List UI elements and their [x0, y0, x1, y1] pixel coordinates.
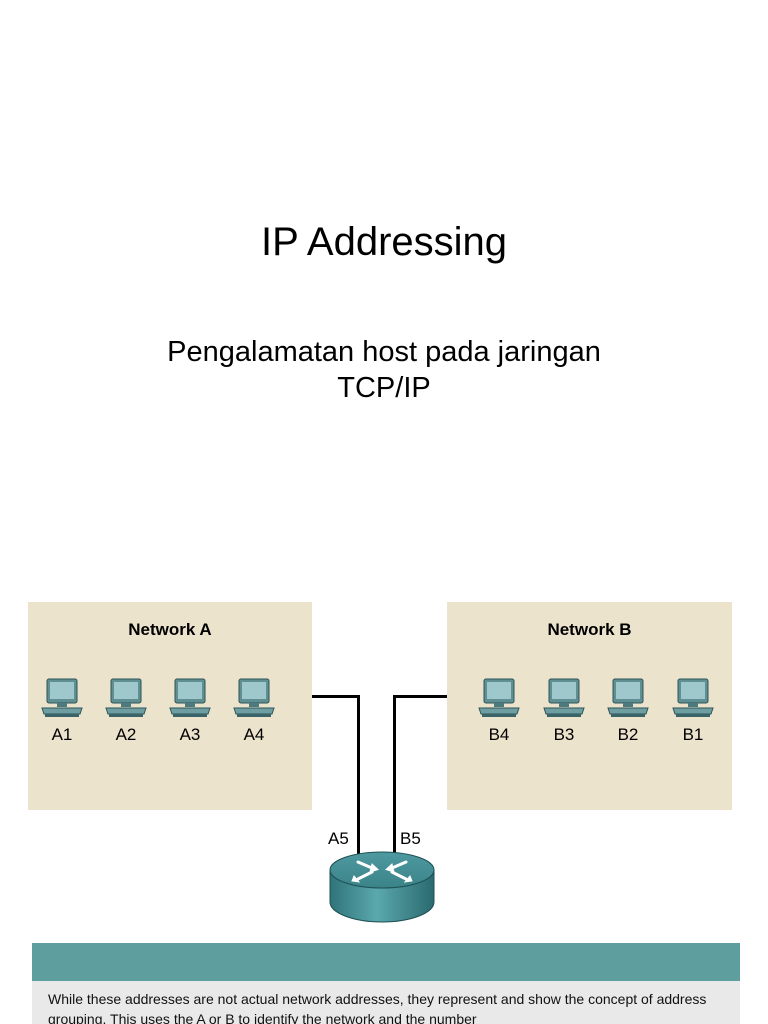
network-b-box: Network B B4 B3 B2 [447, 602, 732, 810]
host-label: A2 [115, 725, 137, 744]
host-a4: A4 [226, 678, 282, 745]
host-label: B2 [617, 725, 639, 744]
wire-network-a-horizontal [312, 695, 360, 698]
subtitle-line-1: Pengalamatan host pada jaringan [167, 336, 601, 368]
wire-network-b-horizontal [393, 695, 447, 698]
computer-icon [672, 678, 714, 717]
host-label: B4 [488, 725, 510, 744]
host-b3: B3 [536, 678, 592, 745]
host-b4: B4 [471, 678, 527, 745]
computer-icon [233, 678, 275, 717]
network-a-box: Network A A1 A2 A3 [28, 602, 312, 810]
host-label: A1 [51, 725, 73, 744]
host-label: A3 [179, 725, 201, 744]
note-header-band [32, 943, 740, 981]
port-label-a5: A5 [328, 829, 349, 848]
wire-network-a-vertical [357, 695, 360, 855]
wire-network-b-vertical [393, 695, 396, 855]
network-b-label: Network B [547, 620, 632, 639]
computer-icon [169, 678, 211, 717]
host-b2: B2 [600, 678, 656, 745]
host-a3: A3 [162, 678, 218, 745]
network-a-label: Network A [128, 620, 212, 639]
router-icon [329, 851, 435, 923]
computer-icon [41, 678, 83, 717]
computer-icon [607, 678, 649, 717]
note-panel: While these addresses are not actual net… [32, 943, 740, 1024]
host-b1: B1 [665, 678, 721, 745]
host-label: B3 [553, 725, 575, 744]
port-label-b5: B5 [400, 829, 421, 848]
subtitle-line-2: TCP/IP [337, 372, 431, 404]
host-a1: A1 [34, 678, 90, 745]
slide-title: IP Addressing [260, 220, 508, 264]
note-text: While these addresses are not actual net… [48, 991, 707, 1024]
computer-icon [543, 678, 585, 717]
slide-subtitle: Pengalamatan host pada jaringan TCP/IP [0, 334, 768, 406]
host-label: A4 [243, 725, 265, 744]
host-a2: A2 [98, 678, 154, 745]
host-label: B1 [682, 725, 704, 744]
computer-icon [105, 678, 147, 717]
computer-icon [478, 678, 520, 717]
